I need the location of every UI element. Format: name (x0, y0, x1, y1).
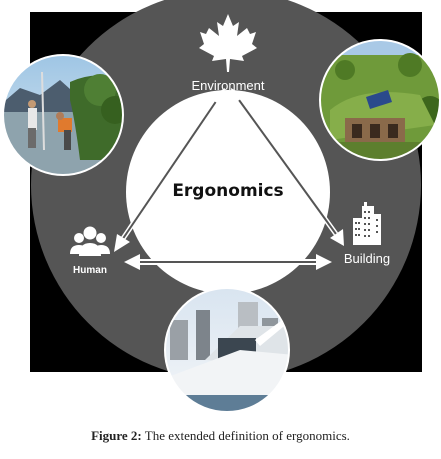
node-label-environment: Environment (192, 78, 265, 93)
figure-caption: Figure 2: The extended definition of erg… (0, 428, 441, 444)
inner-circle (126, 90, 330, 294)
node-label-human: Human (73, 265, 107, 276)
arrow-environment-human (114, 88, 225, 252)
photo-frame-top-left (2, 54, 124, 176)
caption-label: Figure 2: (91, 428, 142, 443)
people-group-icon (70, 226, 110, 256)
arrow-human-building (124, 254, 332, 270)
green-roof-house-photo (320, 40, 440, 160)
caption-text: The extended definition of ergonomics. (144, 428, 350, 443)
photo-frame-bottom (164, 287, 290, 413)
maple-leaf-icon (199, 14, 257, 72)
arrow-environment-building (231, 88, 344, 246)
office-buildings-icon (353, 202, 381, 245)
center-label: Ergonomics (172, 181, 283, 201)
photo-frame-top-right (319, 39, 441, 161)
node-label-building: Building (344, 251, 390, 266)
people-working-in-lake-photo (3, 55, 123, 175)
